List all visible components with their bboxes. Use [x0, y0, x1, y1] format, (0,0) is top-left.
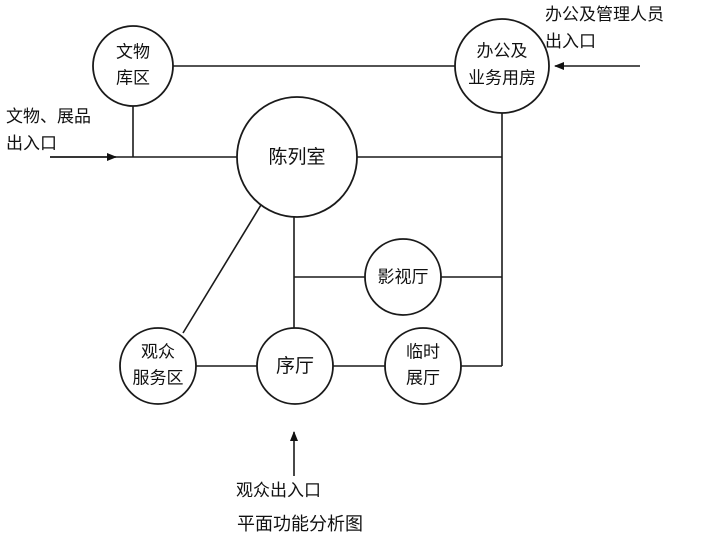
node-temp-line2: 展厅: [406, 369, 440, 389]
node-lobby-label: 序厅: [276, 355, 314, 377]
entrance-arrows: [50, 62, 640, 476]
node-exhibit: 陈列室: [236, 96, 358, 218]
staff-entrance-line2: 出入口: [545, 32, 596, 52]
node-office-line1: 办公及: [477, 42, 528, 62]
entrance-labels: 办公及管理人员 出入口 文物、展品 出入口 观众出入口: [6, 5, 664, 501]
node-service-line1: 观众: [141, 343, 175, 363]
node-temp-line1: 临时: [406, 343, 440, 363]
visitor-entrance-label: 观众出入口: [236, 481, 321, 501]
diagram-caption: 平面功能分析图: [237, 514, 363, 535]
link-service-exhibit: [182, 199, 265, 334]
node-office: 办公及 业务用房: [454, 18, 550, 114]
node-temp: 临时 展厅: [384, 327, 462, 405]
artifact-entrance-line1: 文物、展品: [6, 107, 91, 127]
node-service-line2: 服务区: [133, 369, 184, 389]
staff-entrance-line1: 办公及管理人员: [545, 5, 664, 25]
node-storage-line2: 库区: [116, 69, 150, 89]
node-storage-line1: 文物: [116, 43, 150, 63]
node-office-line2: 业务用房: [468, 69, 536, 89]
node-storage: 文物 库区: [92, 25, 174, 107]
node-service: 观众 服务区: [119, 327, 197, 405]
node-exhibit-label: 陈列室: [268, 146, 325, 168]
node-av-label: 影视厅: [378, 268, 429, 288]
node-av: 影视厅: [364, 238, 442, 316]
artifact-entrance-line2: 出入口: [6, 134, 57, 154]
node-lobby: 序厅: [256, 327, 334, 405]
